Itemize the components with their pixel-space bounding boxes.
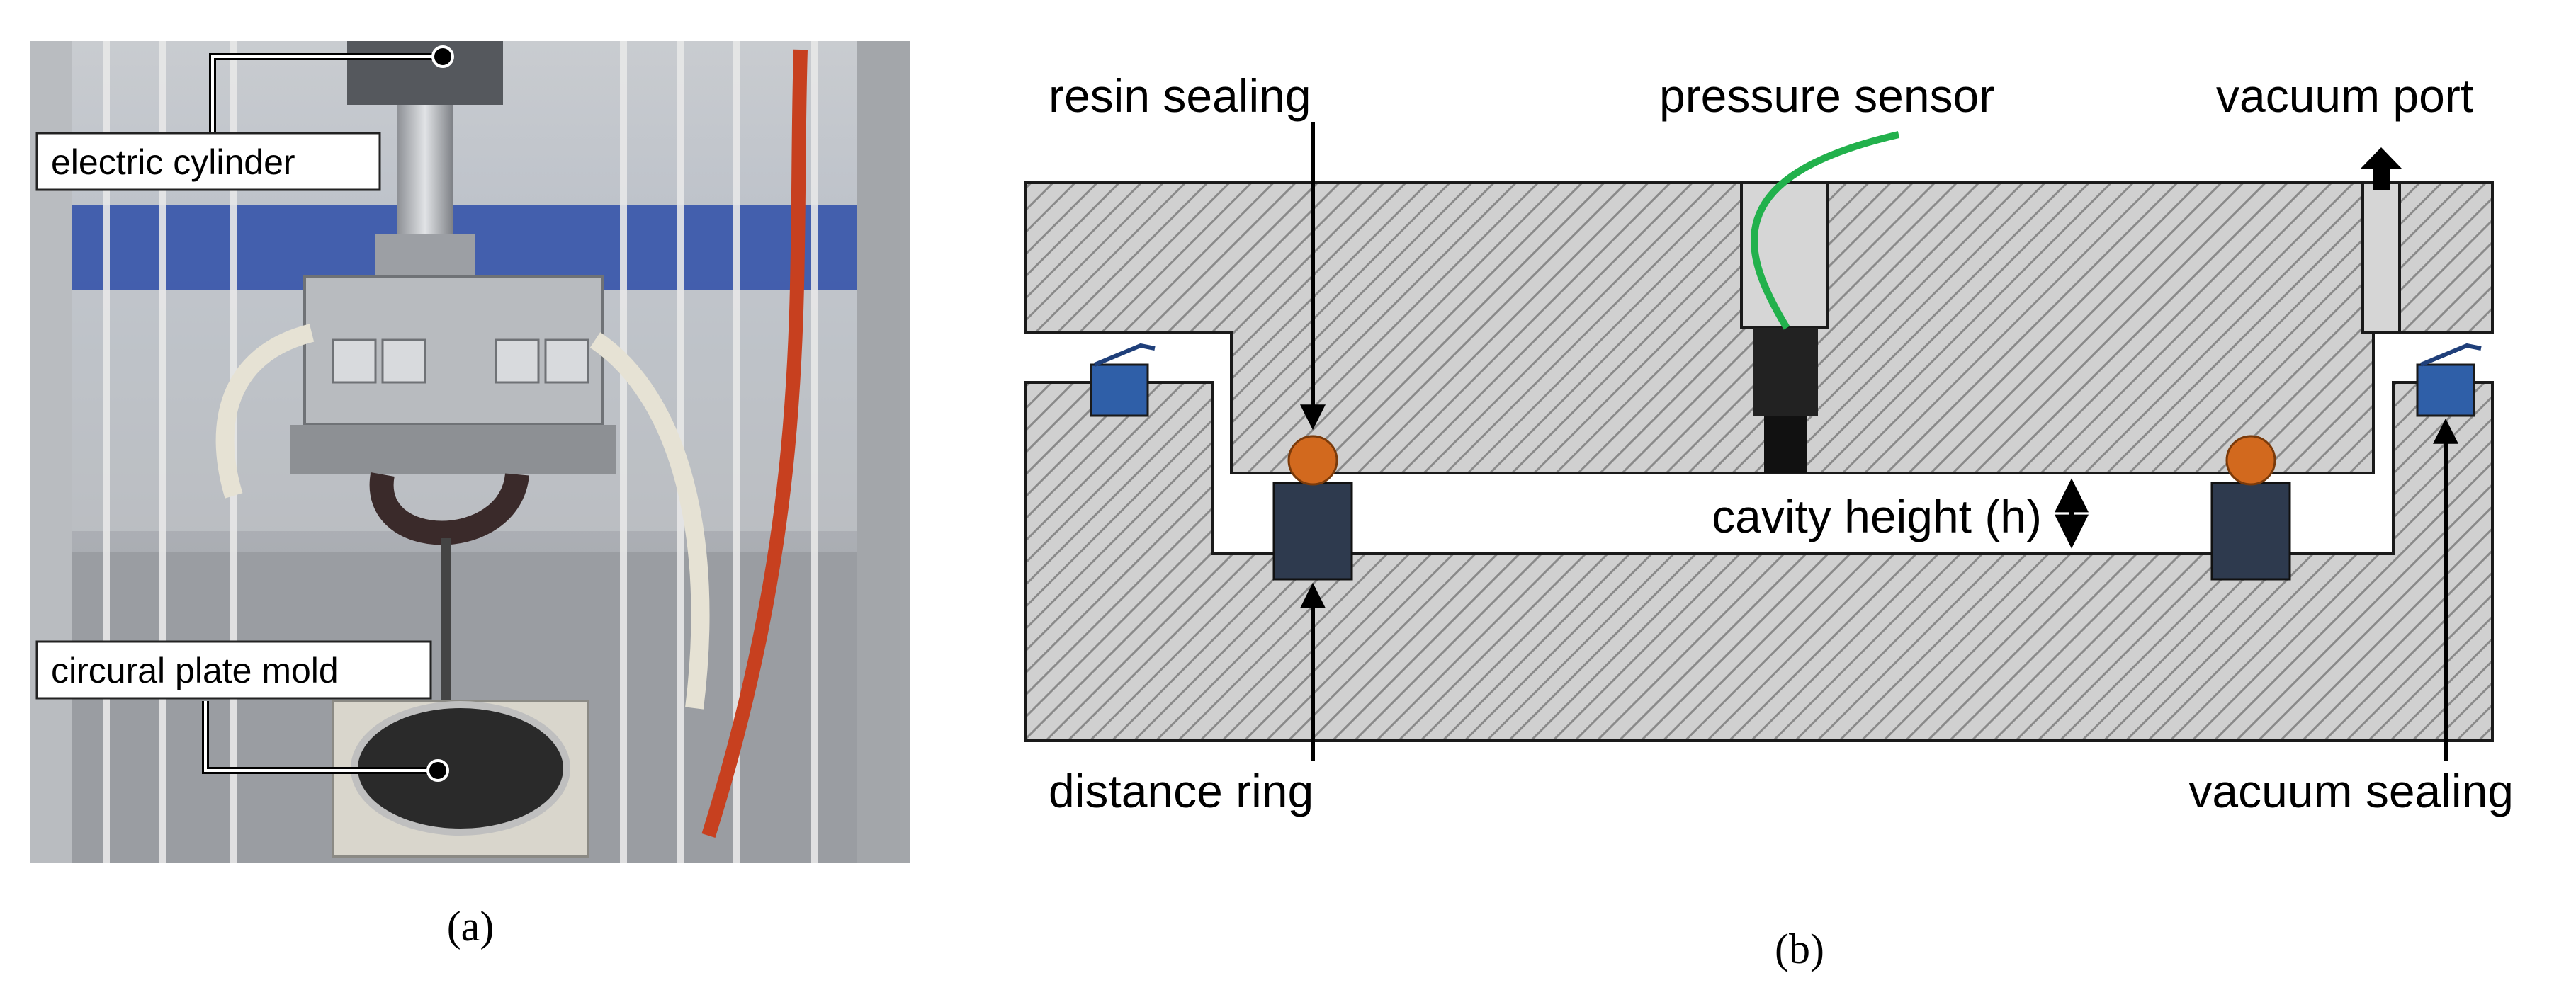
sensor-cable <box>1750 131 1900 330</box>
distance-ring-right <box>2210 482 2291 581</box>
label-vacuum-port: vacuum port <box>2216 69 2473 122</box>
label-vacuum-sealing: vacuum sealing <box>2188 765 2514 817</box>
resin-seal-left <box>1287 435 1338 486</box>
vacuum-seal-right-lip <box>2419 343 2482 367</box>
callout-box-plate-mold <box>35 640 432 700</box>
hose-right <box>589 332 710 710</box>
caption-b: (b) <box>1775 926 1824 972</box>
panel-b-diagram: resin sealing pressure sensor vacuum por… <box>1024 69 2514 817</box>
label-resin-sealing: resin sealing <box>1049 69 1311 122</box>
cylinder-rod <box>397 105 453 239</box>
callout-electric-cylinder: electric cylinder <box>35 45 454 191</box>
label-distance-ring: distance ring <box>1049 765 1314 817</box>
hose-left <box>215 324 315 499</box>
label-electric-cylinder: electric cylinder <box>51 142 295 182</box>
label-cavity-height: cavity height (h) <box>1712 490 2042 542</box>
pressure-sensor-body <box>1753 328 1818 416</box>
photo-right-post <box>857 41 910 863</box>
distance-ring-left <box>1272 482 1353 581</box>
callout-box-electric-cylinder <box>35 132 381 191</box>
cylinder-flange <box>375 234 475 276</box>
vacuum-port-channel <box>2361 181 2401 334</box>
caption-a: (a) <box>447 903 495 950</box>
press-plate <box>290 425 616 474</box>
lower-mold <box>1024 381 2494 742</box>
callout-plate-mold: circural plate mold <box>35 640 449 782</box>
resin-seal-right <box>2225 435 2276 486</box>
vacuum-port-arrow <box>2361 147 2402 190</box>
press-clamps <box>332 338 589 384</box>
panel-a-photo: electric cylinder circural plate mold <box>30 41 910 863</box>
heater-cable <box>701 49 808 838</box>
pressure-sensor-tip <box>1764 416 1807 473</box>
cylinder-motor <box>347 41 503 105</box>
cable-loop <box>369 472 529 545</box>
vacuum-seal-left <box>1090 363 1149 417</box>
vacuum-seal-left-lip <box>1093 343 1156 367</box>
label-pressure-sensor: pressure sensor <box>1659 69 1994 122</box>
label-plate-mold: circural plate mold <box>51 651 339 690</box>
vacuum-seal-right <box>2416 363 2475 417</box>
